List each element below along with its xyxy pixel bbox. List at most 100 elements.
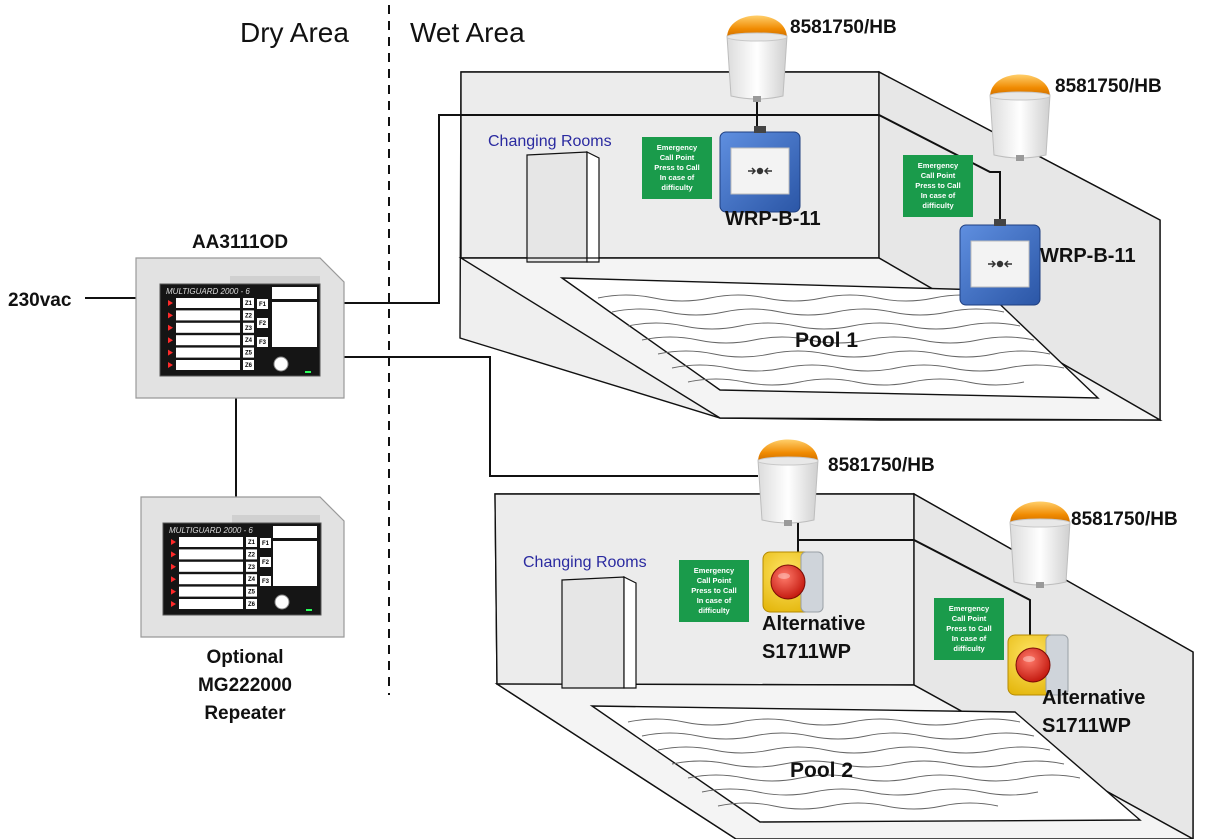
- pool-1-label: Pool 1: [795, 329, 858, 352]
- function-key: [260, 557, 271, 567]
- manual-call-point-icon: [719, 125, 801, 213]
- sign-line: Call Point: [660, 153, 695, 162]
- sounder-label: 8581750/HB: [1071, 509, 1178, 530]
- zone-led: [171, 601, 176, 607]
- beacon-sounder-icon: [757, 439, 819, 527]
- sign-line: Press to Call: [915, 181, 960, 190]
- function-key-label: F1: [259, 302, 267, 308]
- changing-rooms-label: Changing Rooms: [488, 133, 612, 150]
- function-key: [260, 576, 271, 586]
- emergency-sign: [642, 137, 712, 199]
- manual-call-point-icon: [959, 218, 1041, 306]
- zone-key-label: Z3: [245, 326, 253, 332]
- repeater-header: MULTIGUARD 2000 - 6: [169, 526, 253, 535]
- zone-label-strip: [179, 586, 243, 597]
- function-key-label: F2: [262, 560, 270, 566]
- zone-label-strip: [179, 549, 243, 560]
- function-key-label: F2: [259, 321, 267, 327]
- pool-1-waves: [597, 294, 1065, 386]
- sign-line: In case of: [660, 173, 695, 182]
- alternative-label: Alternative: [762, 613, 865, 635]
- panel-display: [272, 302, 317, 347]
- sign-line: Call Point: [952, 614, 987, 623]
- wire-panel-to-room2: [344, 356, 758, 477]
- emergency-sign: [934, 598, 1004, 660]
- zone-led: [168, 324, 173, 331]
- function-key: [260, 538, 271, 548]
- room-1-door: [526, 151, 588, 263]
- zone-led: [168, 349, 173, 356]
- sounder-label: 8581750/HB: [790, 17, 897, 38]
- zone-key: [243, 360, 254, 370]
- repeater-line2: MG222000: [198, 675, 292, 696]
- zone-label-strip: [179, 537, 243, 547]
- dry-area-label: Dry Area: [240, 17, 349, 48]
- zone-label-strip: [179, 574, 243, 585]
- power-label: 230vac: [8, 290, 72, 311]
- zone-label-strip: [179, 599, 243, 609]
- function-key: [257, 299, 268, 309]
- room-2: [494, 492, 1194, 839]
- zone-key: [243, 310, 254, 321]
- room-2-door: [561, 576, 625, 689]
- zone-key-label: Z1: [248, 540, 256, 546]
- zone-label-strip: [176, 360, 240, 370]
- sign-line: In case of: [921, 191, 956, 200]
- zone-key: [243, 335, 254, 346]
- zone-led: [168, 362, 173, 368]
- emergency-button-icon: [762, 551, 824, 613]
- zone-label-strip: [176, 335, 240, 346]
- function-key-label: F3: [259, 340, 267, 346]
- zone-key-label: Z5: [245, 351, 253, 357]
- sign-line: Press to Call: [691, 586, 736, 595]
- pool-2-waves: [627, 718, 1081, 810]
- sign-line: Emergency: [694, 566, 735, 575]
- zone-led: [171, 539, 176, 545]
- sign-line: Emergency: [949, 604, 990, 613]
- zone-key-label: Z1: [245, 301, 253, 307]
- zone-key-label: Z5: [248, 590, 256, 596]
- emergency-button-icon: [1007, 634, 1069, 696]
- panel-buzzer: [273, 356, 289, 372]
- zone-led: [168, 312, 173, 319]
- zone-key: [243, 347, 254, 358]
- zone-key: [243, 298, 254, 308]
- sign-line: Press to Call: [654, 163, 699, 172]
- sign-line: Emergency: [918, 161, 959, 170]
- alternative-model: S1711WP: [1042, 715, 1131, 737]
- call-point-label: WRP-B-11: [725, 208, 821, 230]
- sign-line: In case of: [952, 634, 987, 643]
- zone-key: [246, 574, 257, 585]
- zone-key-label: Z2: [248, 552, 256, 558]
- alternative-model: S1711WP: [762, 641, 851, 663]
- zone-key: [246, 599, 257, 609]
- function-key: [257, 318, 268, 328]
- beacon-sounder-icon: [989, 74, 1051, 162]
- sounder-label: 8581750/HB: [828, 455, 935, 476]
- zone-label-strip: [176, 310, 240, 321]
- zone-key: [246, 537, 257, 547]
- zone-key: [246, 561, 257, 572]
- function-key-label: F3: [262, 579, 270, 585]
- zone-key-label: Z6: [248, 602, 256, 608]
- zone-led: [168, 300, 173, 306]
- sign-line: Call Point: [697, 576, 732, 585]
- zone-key: [246, 586, 257, 597]
- zone-led: [171, 588, 176, 595]
- zone-key-label: Z4: [248, 577, 256, 583]
- sign-line: difficulty: [953, 644, 985, 653]
- alternative-label: Alternative: [1042, 687, 1145, 709]
- sign-line: difficulty: [661, 183, 693, 192]
- repeater-buzzer: [274, 594, 290, 610]
- repeater-line3: Repeater: [204, 703, 286, 724]
- wire-to-alarm-2: [798, 539, 1031, 638]
- zone-key-label: Z4: [245, 338, 253, 344]
- zone-label-strip: [176, 347, 240, 358]
- repeater-display: [273, 541, 317, 586]
- panel-model-label: AA3111OD: [192, 232, 288, 253]
- zone-key-label: Z6: [245, 363, 253, 369]
